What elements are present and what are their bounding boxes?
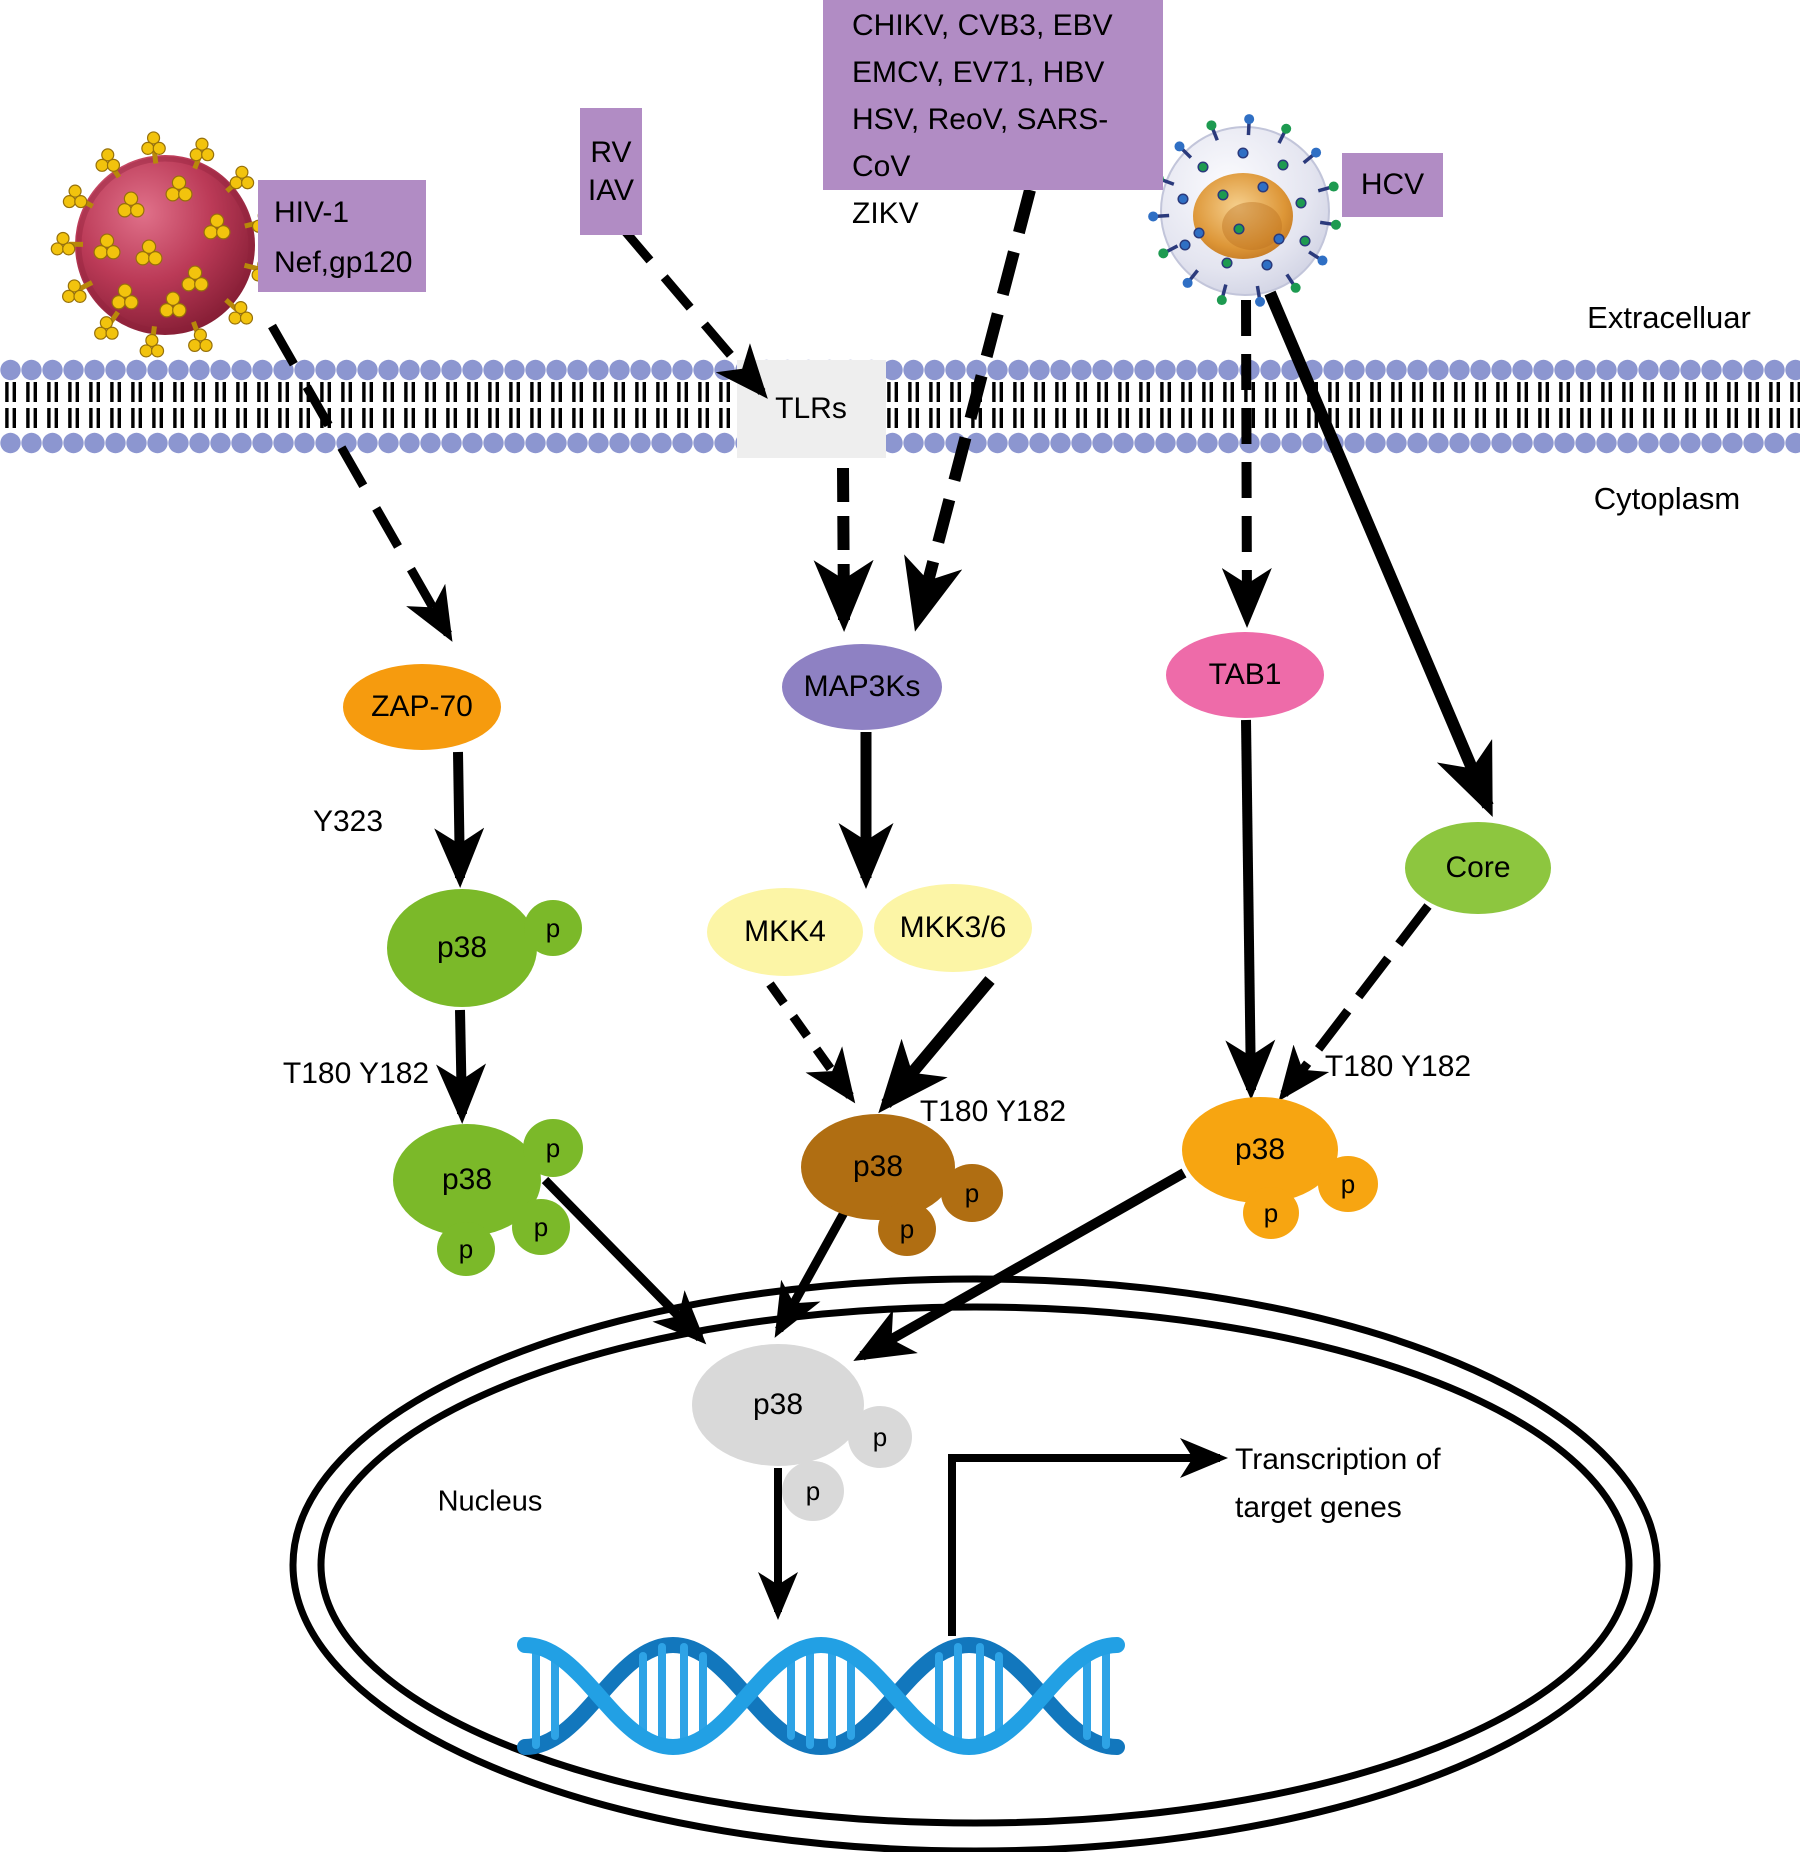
arrow-rv-iav-to-tlrs <box>620 227 768 399</box>
phospho-dot: p <box>878 1202 936 1256</box>
dna-helix-illustration <box>517 1636 1125 1756</box>
label-t180-y182-middle: T180 Y182 <box>919 1095 1067 1128</box>
iav-label: IAV <box>587 173 635 207</box>
arrow-core-to-p38-orange <box>1278 903 1432 1102</box>
p38-body: p38 <box>801 1114 955 1220</box>
arrow-zap70-to-p38 <box>434 751 485 888</box>
hcv-virion-illustration <box>1148 114 1341 307</box>
node-map3ks: MAP3Ks <box>782 644 942 730</box>
nuclear-envelope-outer <box>289 1275 1661 1852</box>
transcription-line1: Transcription of <box>1235 1443 1441 1476</box>
rv-label: RV <box>590 135 632 169</box>
node-mkk4: MKK4 <box>707 888 863 976</box>
nuclear-envelope-inner <box>317 1303 1633 1827</box>
arrow-virus-box-to-map3ks <box>904 188 1036 632</box>
label-t180-y182-left: T180 Y182 <box>282 1057 430 1090</box>
hiv-label-box: HIV-1 Nef,gp120 <box>258 180 426 292</box>
arrow-tab1-to-p38-orange <box>1225 719 1276 1100</box>
arrow-hcv-to-core <box>1264 290 1494 818</box>
virus-list-line4: ZIKV <box>852 197 919 230</box>
arrow-mkk4-to-p38-brown <box>766 981 856 1104</box>
phospho-dot: p <box>512 1199 570 1255</box>
label-cytoplasm: Cytoplasm <box>1593 481 1741 516</box>
node-mkk36: MKK3/6 <box>874 884 1032 972</box>
virus-list-box: CHIKV, CVB3, EBV EMCV, EV71, HBV HSV, Re… <box>823 0 1163 230</box>
label-transcription: Transcription of target genes <box>1235 1436 1441 1532</box>
hcv-label-box: HCV <box>1342 153 1443 217</box>
arrow-dna-to-transcription <box>948 1438 1228 1636</box>
hiv-label-line2: Nef,gp120 <box>274 246 413 279</box>
phospho-dot: p <box>437 1222 495 1276</box>
virus-list-line1: CHIKV, CVB3, EBV <box>852 9 1113 42</box>
arrow-p38-to-p38-phospho <box>436 1009 487 1124</box>
tlrs-label: TLRs <box>775 392 847 425</box>
node-zap70: ZAP-70 <box>343 664 501 750</box>
phospho-dot: p <box>848 1406 912 1468</box>
p38-body: p38 <box>387 889 537 1007</box>
phospho-dot: p <box>1318 1156 1378 1212</box>
arrow-hcv-to-tab1 <box>1221 299 1272 628</box>
arrow-p38-brown-to-nucleus <box>774 1206 850 1338</box>
phospho-dot: p <box>941 1164 1003 1222</box>
arrow-hiv-to-zap70 <box>268 323 453 642</box>
node-core: Core <box>1405 822 1551 914</box>
arrow-mkk36-to-p38-brown <box>878 976 995 1114</box>
virus-list-line2: EMCV, EV71, HBV <box>852 56 1105 89</box>
p38-body: p38 <box>692 1344 864 1466</box>
arrow-tlrs-to-map3ks <box>813 467 874 632</box>
lipid-bilayer-membrane <box>0 359 1800 455</box>
p38-body: p38 <box>1182 1097 1338 1203</box>
virus-list-line3: HSV, ReoV, SARS-CoV <box>852 103 1109 183</box>
arrow-p38-green-to-nucleus <box>541 1176 707 1345</box>
phospho-dot: p <box>523 1119 583 1177</box>
node-tab1: TAB1 <box>1166 632 1324 718</box>
hiv-label-line1: HIV-1 <box>274 196 350 229</box>
phospho-dot: p <box>1243 1187 1299 1239</box>
label-t180-y182-right: T180 Y182 <box>1324 1050 1472 1083</box>
transcription-line2: target genes <box>1235 1491 1402 1524</box>
label-nucleus: Nucleus <box>437 1485 543 1518</box>
rv-iav-label-box: RV IAV <box>580 108 642 235</box>
phospho-dot: p <box>524 900 582 956</box>
arrow-p38-orange-to-nucleus <box>853 1168 1187 1361</box>
label-y323: Y323 <box>312 805 384 838</box>
label-extracellular: Extracelluar <box>1587 300 1751 335</box>
hiv-virion-illustration <box>50 131 277 358</box>
hcv-label: HCV <box>1360 168 1425 201</box>
pathway-arrows <box>268 188 1494 1636</box>
phospho-dot: p <box>782 1461 844 1521</box>
